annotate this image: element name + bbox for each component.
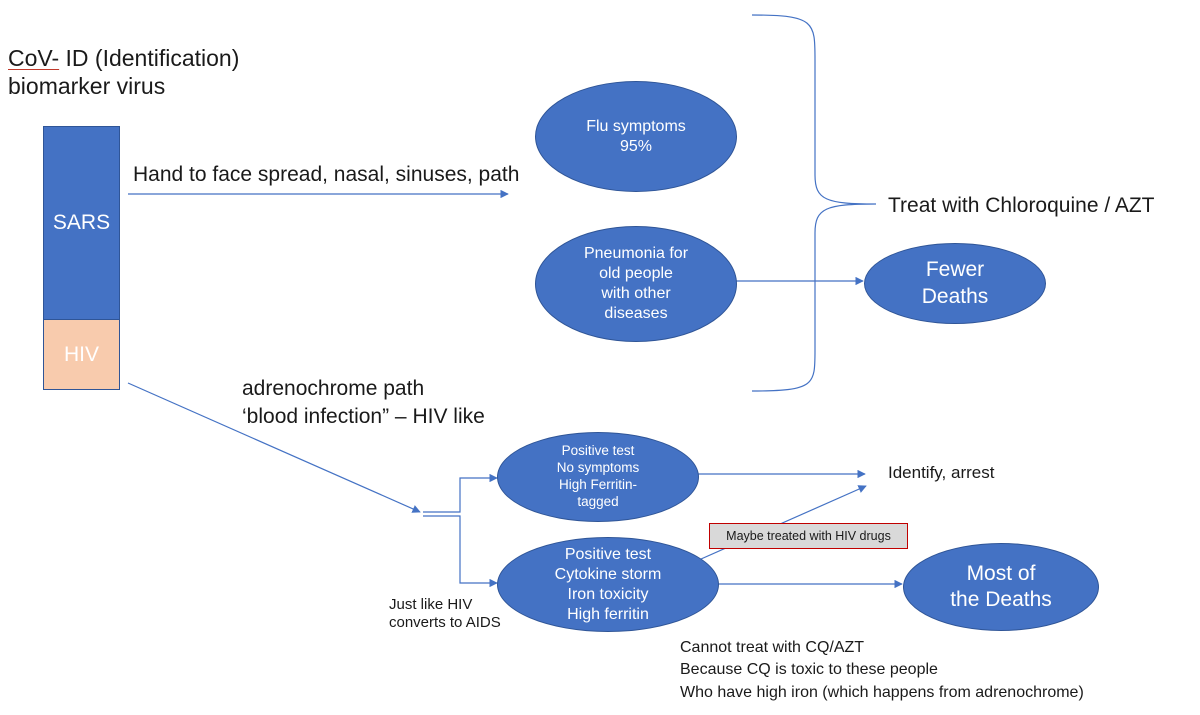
- node-pneumonia: Pneumonia for old people with other dise…: [535, 226, 737, 342]
- treat-label: Treat with Chloroquine / AZT: [888, 194, 1155, 217]
- upper-path-label: Hand to face spread, nasal, sinuses, pat…: [133, 163, 520, 186]
- lower-path-label-2: ‘blood infection” – HIV like: [242, 405, 485, 428]
- cannot-treat-label: Cannot treat with CQ/AZT Because CQ is t…: [680, 639, 1084, 701]
- just-like-hiv-label: Just like HIV converts to AIDS: [389, 596, 501, 632]
- node-flu-symptoms: Flu symptoms 95%: [535, 81, 737, 192]
- arrow-lower-path: [127, 382, 421, 513]
- maybe-treated-label: Maybe treated with HIV drugs: [726, 529, 891, 543]
- branch-connector-lower: [423, 515, 498, 588]
- sars-label: SARS: [52, 211, 111, 234]
- hiv-segment: HIV: [43, 320, 120, 390]
- hiv-label: HIV: [63, 342, 99, 366]
- title-line2: biomarker virus: [8, 73, 166, 100]
- branch-connector: [423, 473, 498, 513]
- title-rest: ID (Identification): [59, 45, 240, 71]
- node-fewer-deaths: Fewer Deaths: [864, 243, 1046, 324]
- node-positive-no-symptoms: Positive test No symptoms High Ferritin-…: [497, 432, 699, 522]
- lower-path-label-1: adrenochrome path: [242, 377, 425, 400]
- identify-label: Identify, arrest: [888, 463, 995, 482]
- sars-segment: SARS: [43, 126, 120, 320]
- note-box: Maybe treated with HIV drugs: [709, 523, 908, 549]
- node-positive-cytokine: Positive test Cytokine storm Iron toxici…: [497, 537, 719, 632]
- node-most-deaths: Most of the Deaths: [903, 543, 1099, 631]
- diagram-title: CoV- ID (Identification) biomarker virus: [8, 44, 239, 100]
- curly-brace: [751, 14, 877, 392]
- title-underlined: CoV-: [8, 45, 60, 71]
